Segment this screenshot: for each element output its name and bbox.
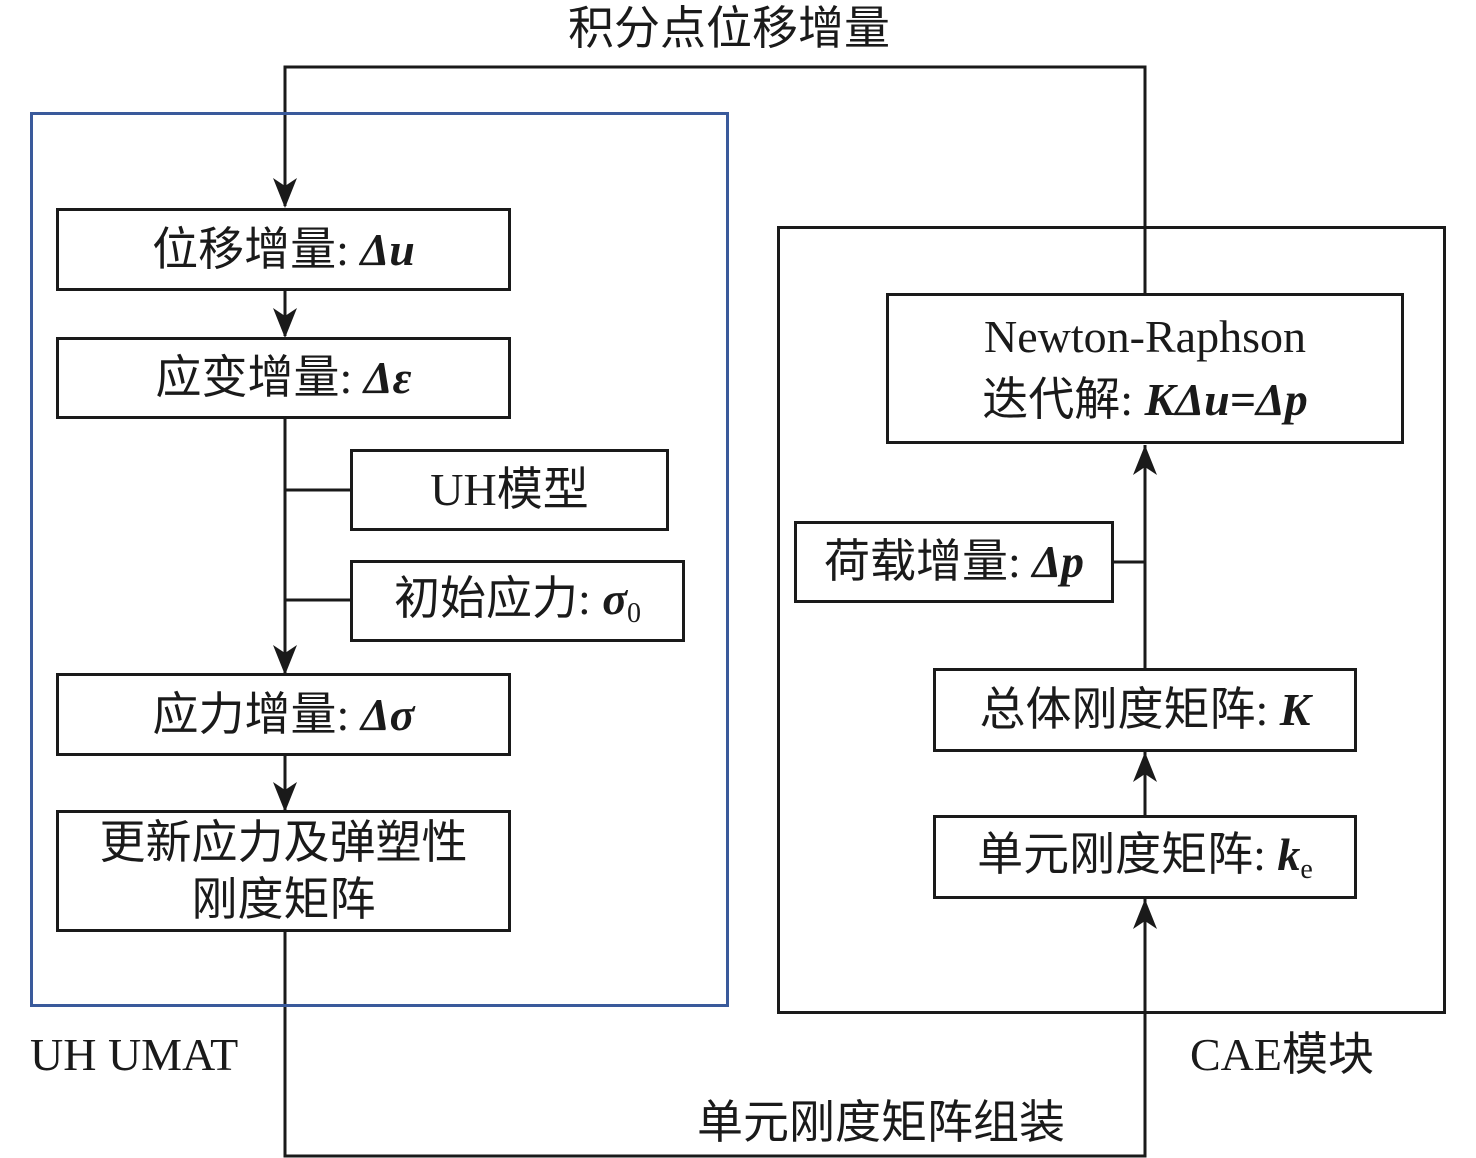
stress-increment-box: 应力增量: Δσ	[56, 673, 511, 756]
element-k-subscript: e	[1300, 854, 1313, 886]
load-symbol: Δp	[1032, 536, 1085, 588]
uh-model-box: UH模型	[350, 449, 669, 531]
initial-stress-symbol: σ	[602, 573, 628, 625]
arrowhead-to-update	[273, 782, 297, 812]
load-increment-box: 荷载增量: Δp	[794, 521, 1114, 603]
bottom-loop-label: 单元刚度矩阵组装	[697, 1097, 1065, 1148]
global-stiffness-box: 总体刚度矩阵: K	[933, 668, 1357, 752]
initial-stress-label: 初始应力:	[393, 573, 603, 625]
arrowhead-to-strain	[273, 308, 297, 338]
top-loop-connector	[283, 65, 1147, 295]
strain-label: 应变增量:	[155, 352, 364, 404]
arrowhead-to-stress	[273, 645, 297, 675]
update-line-2: 刚度矩阵	[191, 874, 376, 925]
load-label: 荷载增量:	[823, 536, 1033, 588]
strain-increment-box: 应变增量: Δε	[56, 337, 511, 419]
newton-equation: KΔu=Δp	[1144, 373, 1308, 425]
arrowhead-to-newton	[1133, 445, 1157, 475]
global-k-label: 总体刚度矩阵:	[979, 684, 1280, 736]
initial-stress-subscript: 0	[627, 598, 642, 630]
uh-umat-frame	[30, 112, 729, 1007]
stress-label: 应力增量:	[152, 688, 361, 740]
cae-module-frame	[777, 226, 1446, 1014]
arrowhead-to-element-k	[1133, 899, 1157, 929]
strain-symbol: Δε	[363, 352, 412, 404]
bottom-loop-connector	[283, 899, 1147, 1158]
top-loop-label: 积分点位移增量	[568, 3, 890, 54]
cae-module-label: CAE模块	[1190, 1029, 1374, 1080]
displacement-increment-box: 位移增量: Δu	[56, 208, 511, 291]
uh-model-label: UH模型	[430, 464, 589, 516]
initial-stress-box: 初始应力: σ0	[350, 560, 685, 642]
stress-symbol: Δσ	[360, 688, 415, 740]
displacement-label: 位移增量:	[152, 223, 361, 275]
update-stress-stiffness-box: 更新应力及弹塑性 刚度矩阵	[56, 810, 511, 932]
element-k-symbol: k	[1277, 829, 1301, 881]
element-stiffness-box: 单元刚度矩阵: ke	[933, 815, 1357, 899]
arrowhead-to-displacement	[273, 178, 297, 208]
displacement-symbol: Δu	[360, 223, 415, 275]
newton-raphson-box: Newton-Raphson 迭代解: KΔu=Δp	[886, 293, 1404, 444]
arrowhead-to-global-k	[1133, 752, 1157, 782]
global-k-symbol: K	[1279, 684, 1311, 736]
newton-line-2-label: 迭代解:	[982, 373, 1145, 425]
newton-line-1: Newton-Raphson	[984, 311, 1306, 363]
uh-umat-label: UH UMAT	[30, 1029, 239, 1080]
element-k-label: 单元刚度矩阵:	[977, 829, 1278, 881]
update-line-1: 更新应力及弹塑性	[99, 816, 468, 868]
